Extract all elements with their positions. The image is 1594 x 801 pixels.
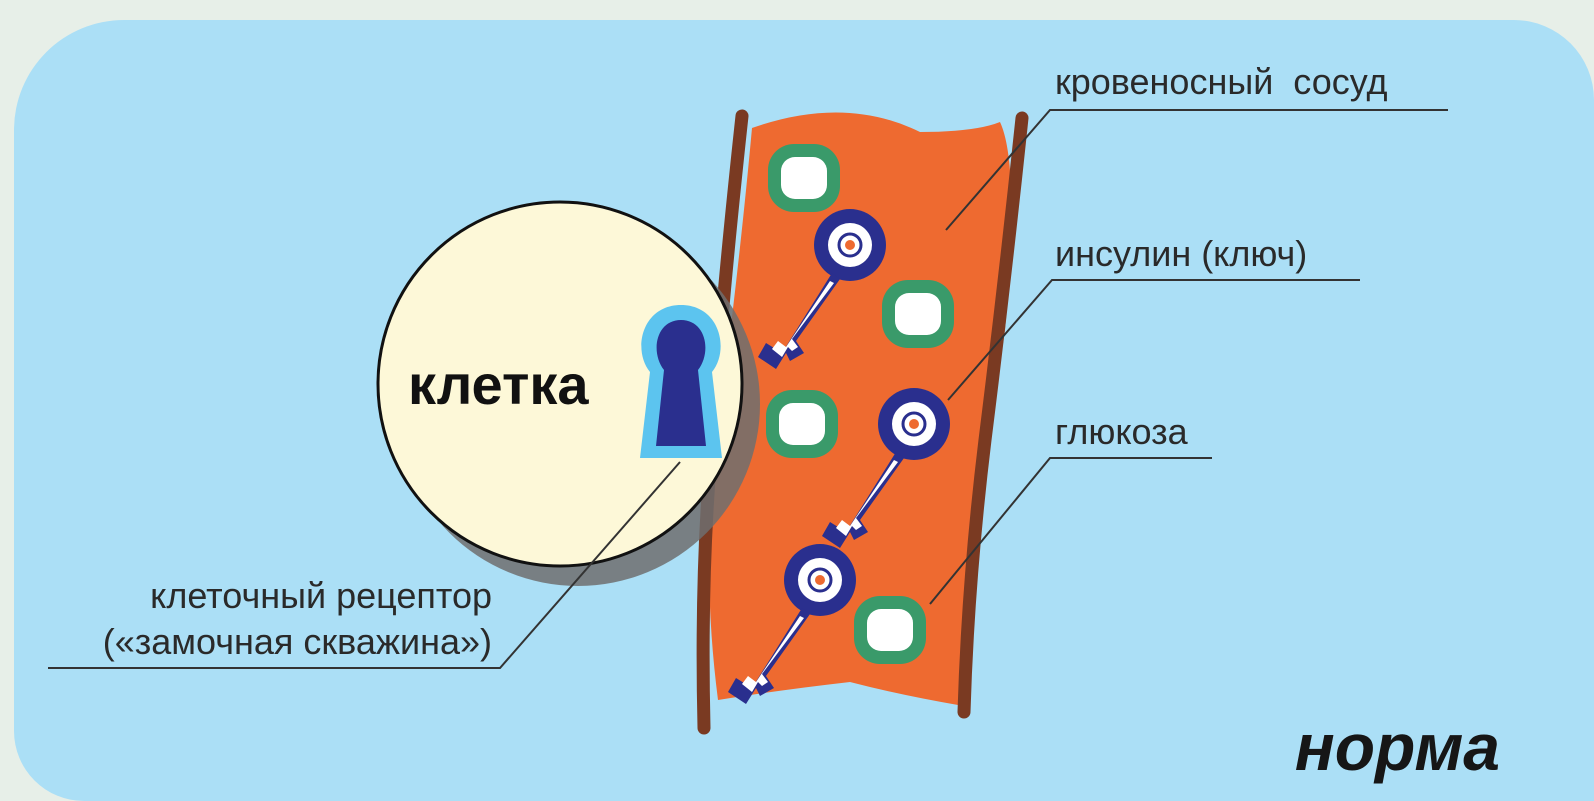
glucose-molecule-icon [854, 596, 926, 664]
glucose-molecule-icon [882, 280, 954, 348]
vessel-label: кровеносный сосуд [1055, 61, 1388, 102]
state-label: норма [1295, 710, 1500, 784]
receptor-label-line1: клеточный рецептор [150, 575, 492, 616]
receptor-label-line2: («замочная скважина») [103, 621, 492, 662]
glucose-molecule-icon [768, 144, 840, 212]
glucose-molecule-icon [766, 390, 838, 458]
insulin-label: инсулин (ключ) [1055, 233, 1307, 274]
cell-label: клетка [408, 353, 589, 416]
keyhole-icon [640, 305, 722, 458]
glucose-label: глюкоза [1055, 411, 1189, 452]
